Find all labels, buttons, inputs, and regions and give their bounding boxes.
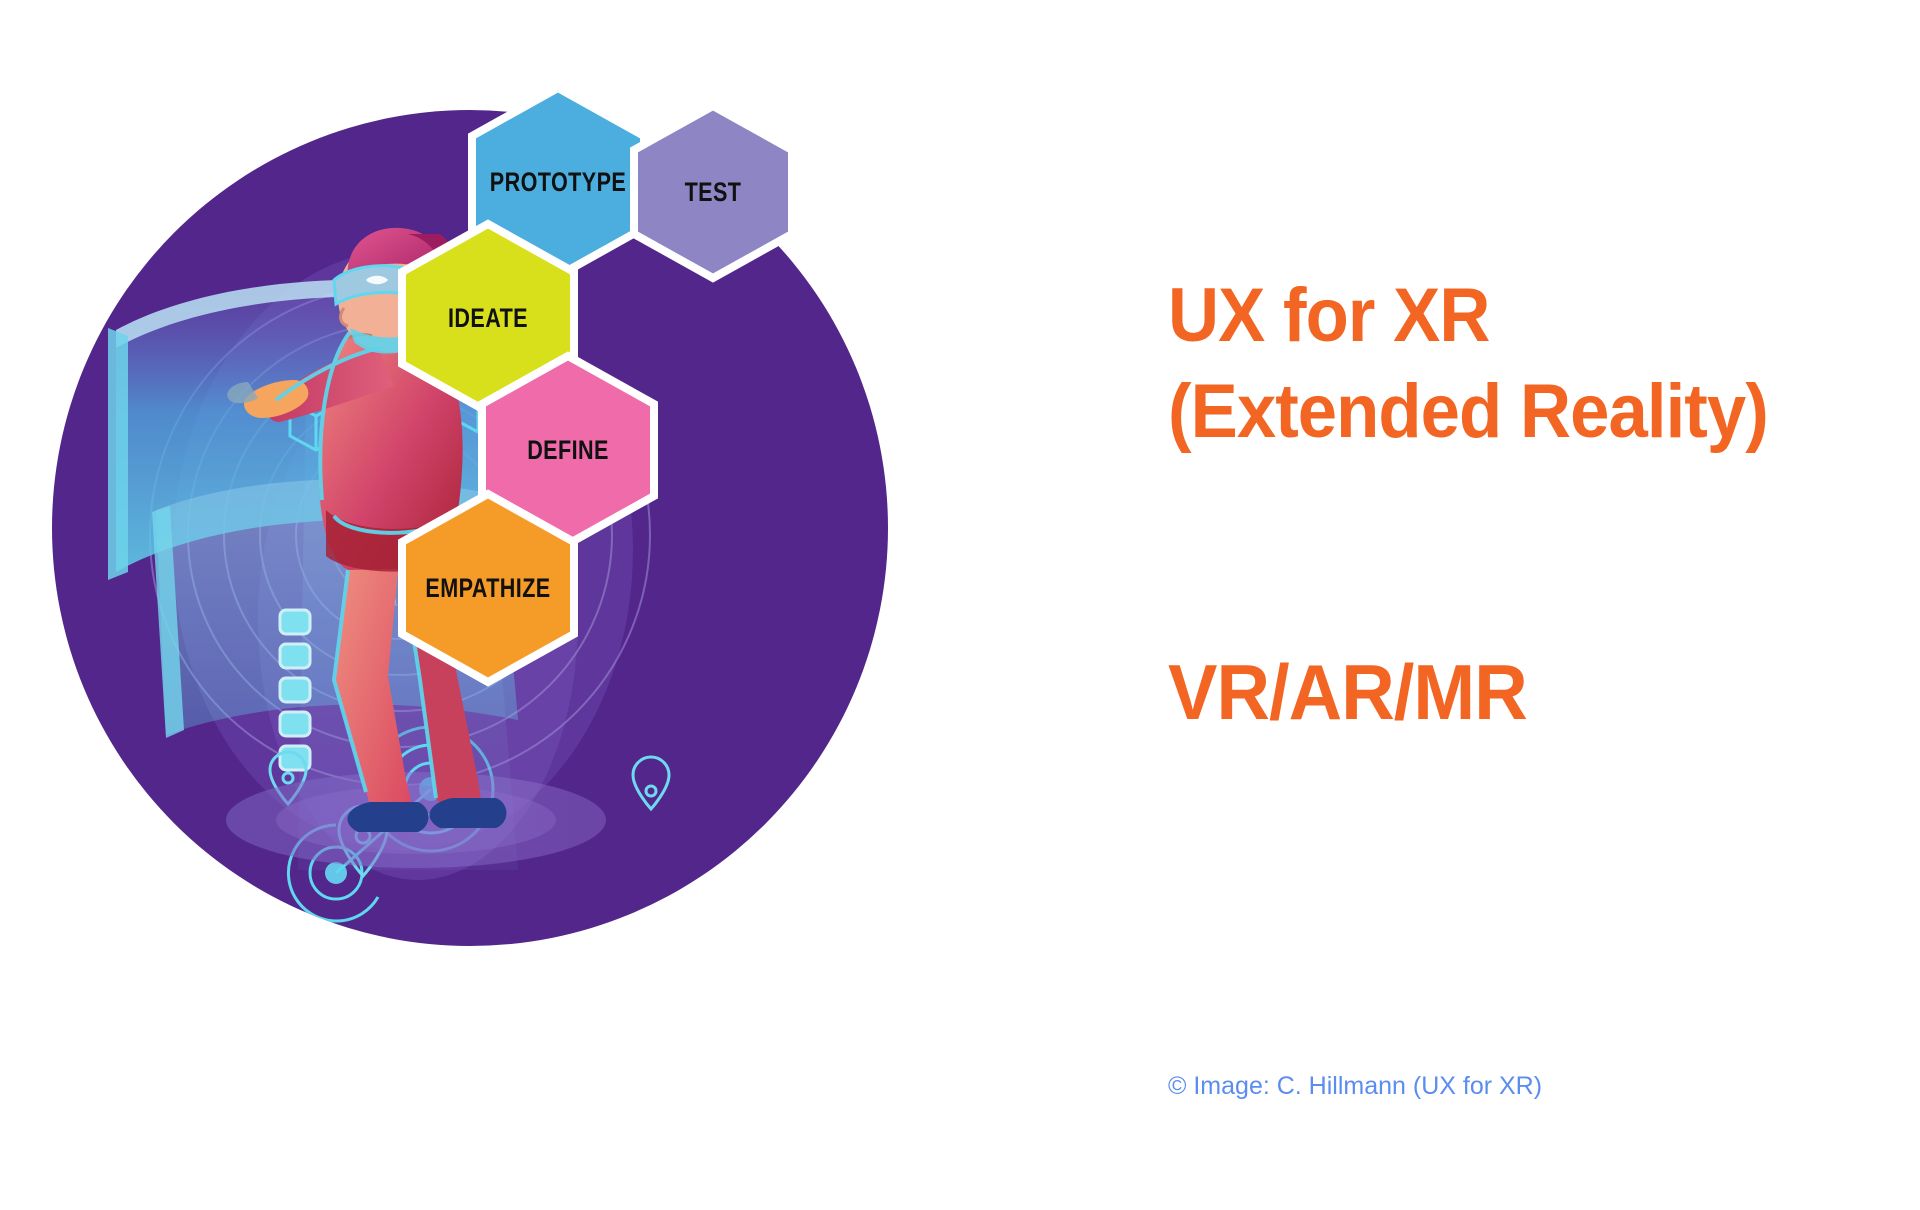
shoe-back <box>429 798 507 828</box>
design-thinking-hexagons: PROTOTYPE TEST IDEATE DEFINE <box>48 80 1068 1140</box>
text-panel: UX for XR (Extended Reality) VR/AR/MR © … <box>1168 0 1908 1210</box>
page-subtitle: VR/AR/MR <box>1168 648 1528 736</box>
page-title: UX for XR (Extended Reality) <box>1168 268 1856 460</box>
title-line-1: UX for XR <box>1168 273 1490 358</box>
hexagon-shape <box>398 489 578 687</box>
hexagon-test[interactable]: TEST <box>630 101 796 283</box>
hexagon-shape <box>630 101 796 283</box>
hexagon-define-label: DEFINE <box>527 434 609 465</box>
hexagon-prototype-label: PROTOTYPE <box>489 166 627 197</box>
title-line-2: (Extended Reality) <box>1168 369 1769 454</box>
hexagon-prototype[interactable]: PROTOTYPE <box>468 83 648 281</box>
hexagon-ideate[interactable]: IDEATE <box>398 219 578 417</box>
hair <box>347 227 447 286</box>
image-credit: © Image: C. Hillmann (UX for XR) <box>1168 1072 1543 1100</box>
vr-illustration <box>52 110 888 946</box>
hexagon-test-label: TEST <box>684 176 742 207</box>
hexagon-empathize-label: EMPATHIZE <box>425 572 551 603</box>
hexagon-empathize[interactable]: EMPATHIZE <box>398 489 578 687</box>
shoe-front <box>347 802 429 832</box>
holo-ui-chips-lower <box>278 608 312 772</box>
hexagon-ideate-label: IDEATE <box>447 302 528 333</box>
illustration-panel: PROTOTYPE TEST IDEATE DEFINE <box>48 80 1068 1140</box>
